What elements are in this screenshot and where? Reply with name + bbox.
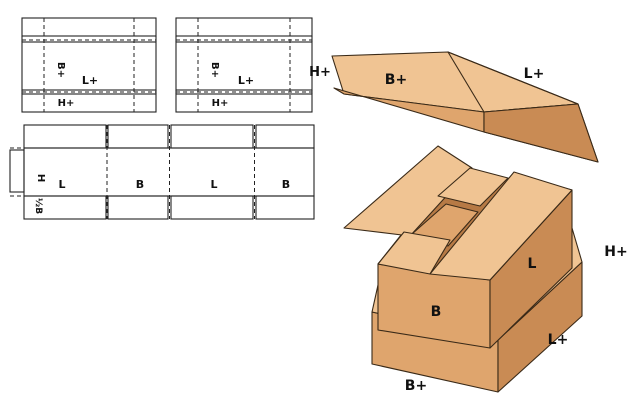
lid-side-panel (483, 103, 599, 163)
box-blank: H ½B L B L B (9, 124, 315, 220)
box-blank-height-label: H (35, 174, 46, 182)
flap-back-top (437, 167, 509, 207)
flap-front-left (377, 231, 451, 275)
carton-lid (331, 51, 599, 163)
base-length-label: L+ (548, 332, 569, 348)
base-width-label: B+ (405, 378, 427, 394)
lid-top (331, 51, 579, 113)
box-blank-panel-2-label: B (136, 178, 144, 191)
box-blank-panel-1-label: L (58, 178, 65, 191)
lid-height-label: H+ (309, 65, 331, 80)
box-blank-half-width-label: ½B (33, 198, 44, 214)
base-side-label: L (528, 256, 537, 272)
box-blank-panel-4-label: B (282, 178, 290, 191)
base-front-label: B (431, 304, 442, 320)
lid-blank-2: B+ L+ H+ (175, 17, 313, 113)
lid-blank-1-side-label: B+ (55, 62, 66, 78)
lid-length-label: L+ (524, 66, 545, 82)
base-height-label: H+ (604, 244, 627, 260)
lid-width-label: B+ (385, 72, 407, 88)
lid-blank-2-side-label: B+ (209, 62, 220, 78)
lid-blank-2-height-label: H+ (212, 98, 229, 109)
flap-long-side (429, 171, 573, 281)
lid-blank-1-length-label: L+ (82, 74, 98, 87)
lid-blank-2-length-label: L+ (238, 74, 254, 87)
lid-blank-1: B+ L+ H+ (21, 17, 157, 113)
lid-blank-1-height-label: H+ (58, 98, 75, 109)
box-blank-panel-3-label: L (210, 178, 217, 191)
carton-3d: H+ B+ L+ B L H+ L+ B+ (309, 51, 628, 394)
